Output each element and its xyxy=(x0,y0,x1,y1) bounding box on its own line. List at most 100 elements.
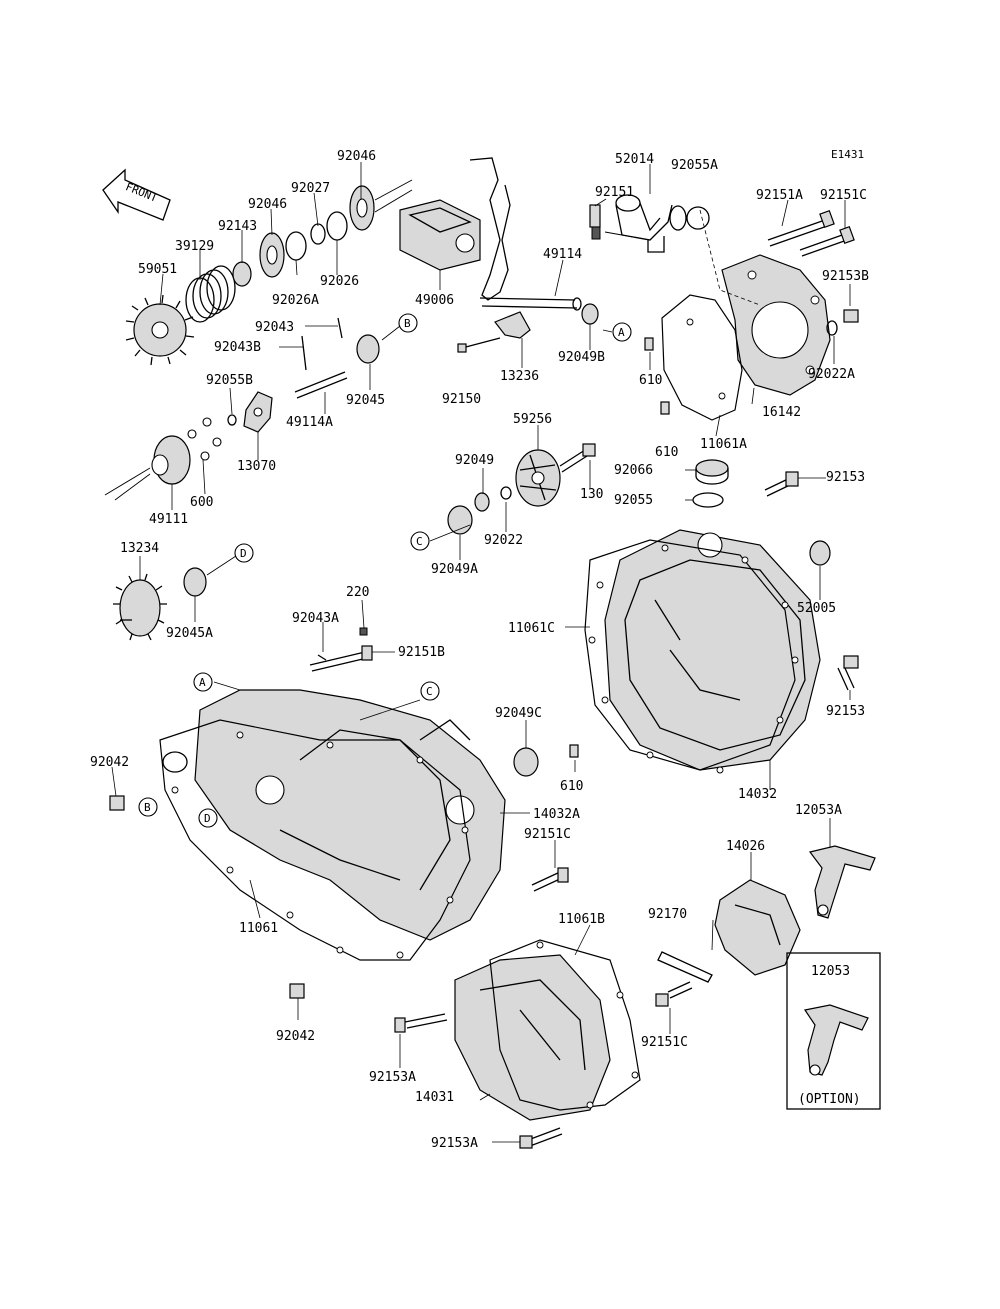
label-130: 130 xyxy=(580,487,603,502)
spring-39129-icon xyxy=(185,265,236,323)
callout-d-bottom: D xyxy=(198,808,218,828)
label-16142: 16142 xyxy=(762,405,801,420)
label-92042-bottom: 92042 xyxy=(276,1029,315,1044)
impeller-59256-icon xyxy=(515,449,561,507)
callout-a-bottom: A xyxy=(193,672,213,692)
svg-text:B: B xyxy=(144,801,151,814)
washer-92022-icon xyxy=(500,486,512,500)
front-label: FRONT xyxy=(124,180,160,205)
gear-59051-icon xyxy=(125,294,195,366)
shaft-49114-icon xyxy=(479,297,578,309)
gasket-11061c-icon xyxy=(584,539,799,774)
label-92026: 92026 xyxy=(320,274,359,289)
kickstarter-assembly xyxy=(104,179,481,641)
label-92055: 92055 xyxy=(614,493,653,508)
label-13234: 13234 xyxy=(120,541,159,556)
gasket-11061-icon xyxy=(159,719,471,961)
washer-92026-icon xyxy=(326,211,348,241)
label-92046-top: 92046 xyxy=(337,149,376,164)
plug-92066-icon xyxy=(695,459,729,485)
label-92143: 92143 xyxy=(218,219,257,234)
label-92153a-lower: 92153A xyxy=(431,1136,478,1151)
svg-text:A: A xyxy=(199,676,206,689)
bolt-92153a-lower-icon xyxy=(519,1127,563,1149)
bolt-130-icon xyxy=(559,443,596,473)
label-92151: 92151 xyxy=(595,185,634,200)
label-92150: 92150 xyxy=(442,392,481,407)
seal-92045-icon xyxy=(356,334,380,364)
plate-92170-icon xyxy=(657,951,713,983)
label-11061b: 11061B xyxy=(558,912,605,927)
callout-a-top: A xyxy=(612,322,632,342)
bolt-92151c-icon xyxy=(799,225,855,257)
callout-b-top: B xyxy=(398,313,418,333)
pipe-52014-icon xyxy=(615,194,687,253)
label-92026a: 92026A xyxy=(272,293,319,308)
bolt-92151c-mid-icon xyxy=(531,867,569,892)
oring-92055b-icon xyxy=(227,414,237,426)
pin-92043-icon xyxy=(337,317,343,339)
dowel-610a-icon xyxy=(644,337,654,351)
callout-b-bottom: B xyxy=(138,797,158,817)
label-92045: 92045 xyxy=(346,393,385,408)
svg-text:A: A xyxy=(618,326,625,339)
svg-text:D: D xyxy=(204,812,211,825)
label-14032a: 14032A xyxy=(533,807,580,822)
label-92042-left: 92042 xyxy=(90,755,129,770)
pin-92043a-icon xyxy=(317,654,327,661)
label-92046-mid: 92046 xyxy=(248,197,287,212)
label-92022a: 92022A xyxy=(808,367,855,382)
label-13236: 13236 xyxy=(500,369,539,384)
label-14026: 14026 xyxy=(726,839,765,854)
seal-92049a-icon xyxy=(447,505,473,535)
callout-c-bottom: C xyxy=(420,681,440,701)
label-11061a: 11061A xyxy=(700,437,747,452)
pump-impeller-assembly xyxy=(447,443,596,535)
ratchet-92046b-icon xyxy=(349,185,375,231)
label-14031: 14031 xyxy=(415,1090,454,1105)
option-label: (OPTION) xyxy=(798,1092,861,1107)
seal-92045a-icon xyxy=(183,567,207,597)
guard-14026-icon xyxy=(714,879,801,976)
leader-lines xyxy=(111,162,851,1143)
svg-text:B: B xyxy=(404,317,411,330)
label-14032: 14032 xyxy=(738,787,777,802)
gear-49111-icon xyxy=(104,435,191,501)
bolt-92150-icon xyxy=(461,337,501,349)
label-610-mid: 610 xyxy=(655,445,678,460)
shaft-holder-49006-icon xyxy=(399,199,481,271)
label-92043b: 92043B xyxy=(214,340,261,355)
label-52014: 52014 xyxy=(615,152,654,167)
label-92043a: 92043A xyxy=(292,611,339,626)
dowel-92042a-icon xyxy=(109,795,125,811)
label-52005: 52005 xyxy=(797,601,836,616)
label-13070: 13070 xyxy=(237,459,276,474)
label-92055a: 92055A xyxy=(671,158,718,173)
label-220: 220 xyxy=(346,585,369,600)
label-92066: 92066 xyxy=(614,463,653,478)
crankcase-cover-14032a-icon xyxy=(194,689,506,941)
diagram-code: E1431 xyxy=(831,148,864,161)
bolt-92153-lower-icon xyxy=(837,655,859,691)
label-92043: 92043 xyxy=(255,320,294,335)
label-49114: 49114 xyxy=(543,247,582,262)
label-49114a: 49114A xyxy=(286,415,333,430)
label-92153a-upper: 92153A xyxy=(369,1070,416,1085)
seal-52005-icon xyxy=(809,540,831,566)
svg-text:D: D xyxy=(240,547,247,560)
part-220-icon xyxy=(359,627,368,636)
pump-cover-16142-icon xyxy=(721,254,831,396)
oring-92055-icon xyxy=(692,492,724,508)
dowel-610b-icon xyxy=(660,401,670,415)
label-600: 600 xyxy=(190,495,213,510)
label-11061c: 11061C xyxy=(508,621,555,636)
bolt-92151b-icon xyxy=(309,645,373,672)
dowel-92042b-icon xyxy=(289,983,305,999)
washer-92026a-icon xyxy=(285,231,307,261)
ratchet-92046-icon xyxy=(259,232,285,278)
label-49006: 49006 xyxy=(415,293,454,308)
label-610-top: 610 xyxy=(639,373,662,388)
clutch-cover-14032-icon xyxy=(604,529,821,771)
callout-c-mid: C xyxy=(410,531,430,551)
shaft-axis-line xyxy=(374,179,413,213)
